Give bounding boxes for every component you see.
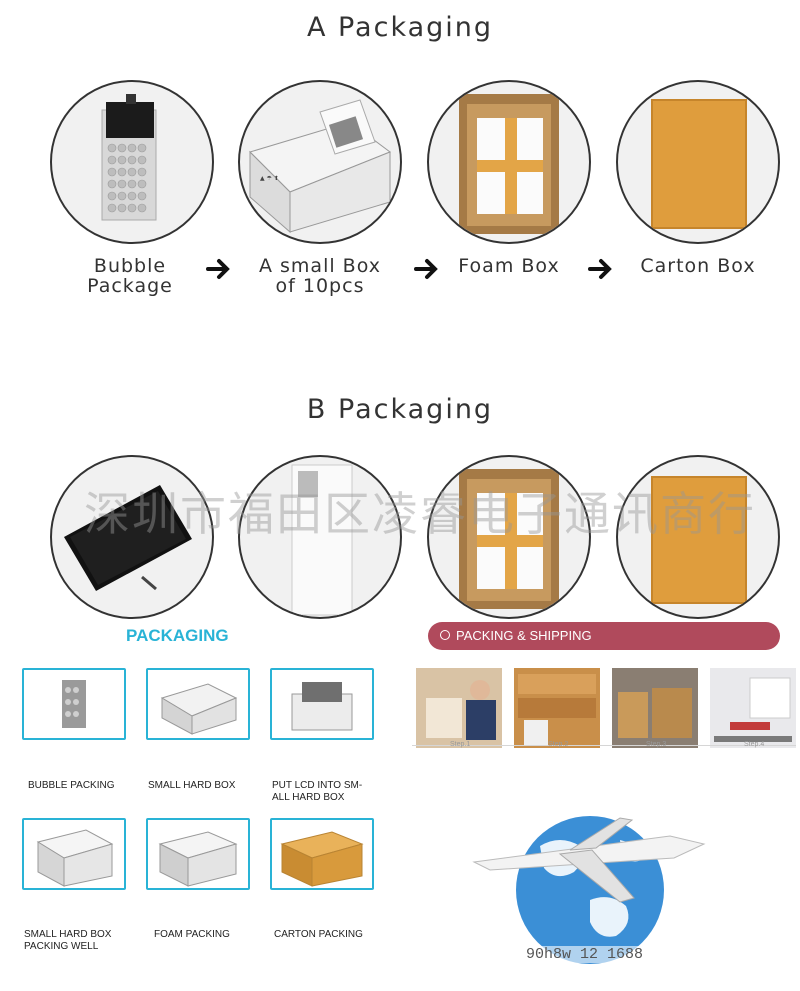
foam-box-image-b: [427, 455, 591, 619]
bubble-packing-image: [22, 668, 126, 740]
svg-text:▲ ☂ ⬆: ▲ ☂ ⬆: [260, 175, 279, 182]
step-2-label: Step.2: [548, 741, 569, 748]
lcd-screen-image: [50, 455, 214, 619]
arrow-right-icon: [588, 259, 612, 279]
section-b-title: B Packaging: [306, 394, 494, 425]
section-a-title: A Packaging: [306, 12, 494, 43]
timeline-line: [412, 745, 796, 746]
bubble-package-image: [50, 80, 214, 244]
small-hard-box-packed-image: [22, 818, 126, 890]
globe-airplane-illustration: [470, 810, 710, 970]
foam-packing-label: FOAM PACKING: [154, 929, 230, 940]
step1-photo: [416, 668, 502, 748]
carton-box-image: [616, 80, 780, 244]
step-1-label: Step.1: [450, 741, 471, 748]
foam-box-image: [427, 80, 591, 244]
step3-photo: [612, 668, 698, 748]
small-hard-box-image: [146, 668, 250, 740]
dot-icon: [440, 630, 450, 640]
step-4-label: Step.4: [744, 741, 765, 748]
packing-shipping-banner: PACKING & SHIPPING: [428, 622, 780, 650]
small-hard-box-label: SMALL HARD BOX: [148, 780, 236, 791]
bubble-packing-label: BUBBLE PACKING: [28, 780, 115, 791]
step-label-foam-box: Foam Box: [458, 255, 560, 277]
carton-box-image-b: [616, 455, 780, 619]
packaging-heading: PACKAGING: [126, 626, 229, 645]
white-box-image: [238, 455, 402, 619]
step-label-carton-box: Carton Box: [640, 255, 756, 277]
footer-id-text: 90h8w 12 1688: [526, 946, 644, 963]
lcd-into-box-label: PUT LCD INTO SM-ALL HARD BOX: [272, 780, 363, 803]
arrow-right-icon: [206, 259, 230, 279]
step-3-label: Step.3: [646, 741, 667, 748]
step4-photo: [710, 668, 796, 748]
foam-packing-image: [146, 818, 250, 890]
small-box-image: ▲ ☂ ⬆: [238, 80, 402, 244]
carton-packing-image: [270, 818, 374, 890]
arrow-right-icon: [414, 259, 438, 279]
lcd-into-box-image: [270, 668, 374, 740]
carton-packing-label: CARTON PACKING: [274, 929, 363, 940]
packing-shipping-heading: PACKING & SHIPPING: [456, 628, 592, 643]
step2-photo: [514, 668, 600, 748]
